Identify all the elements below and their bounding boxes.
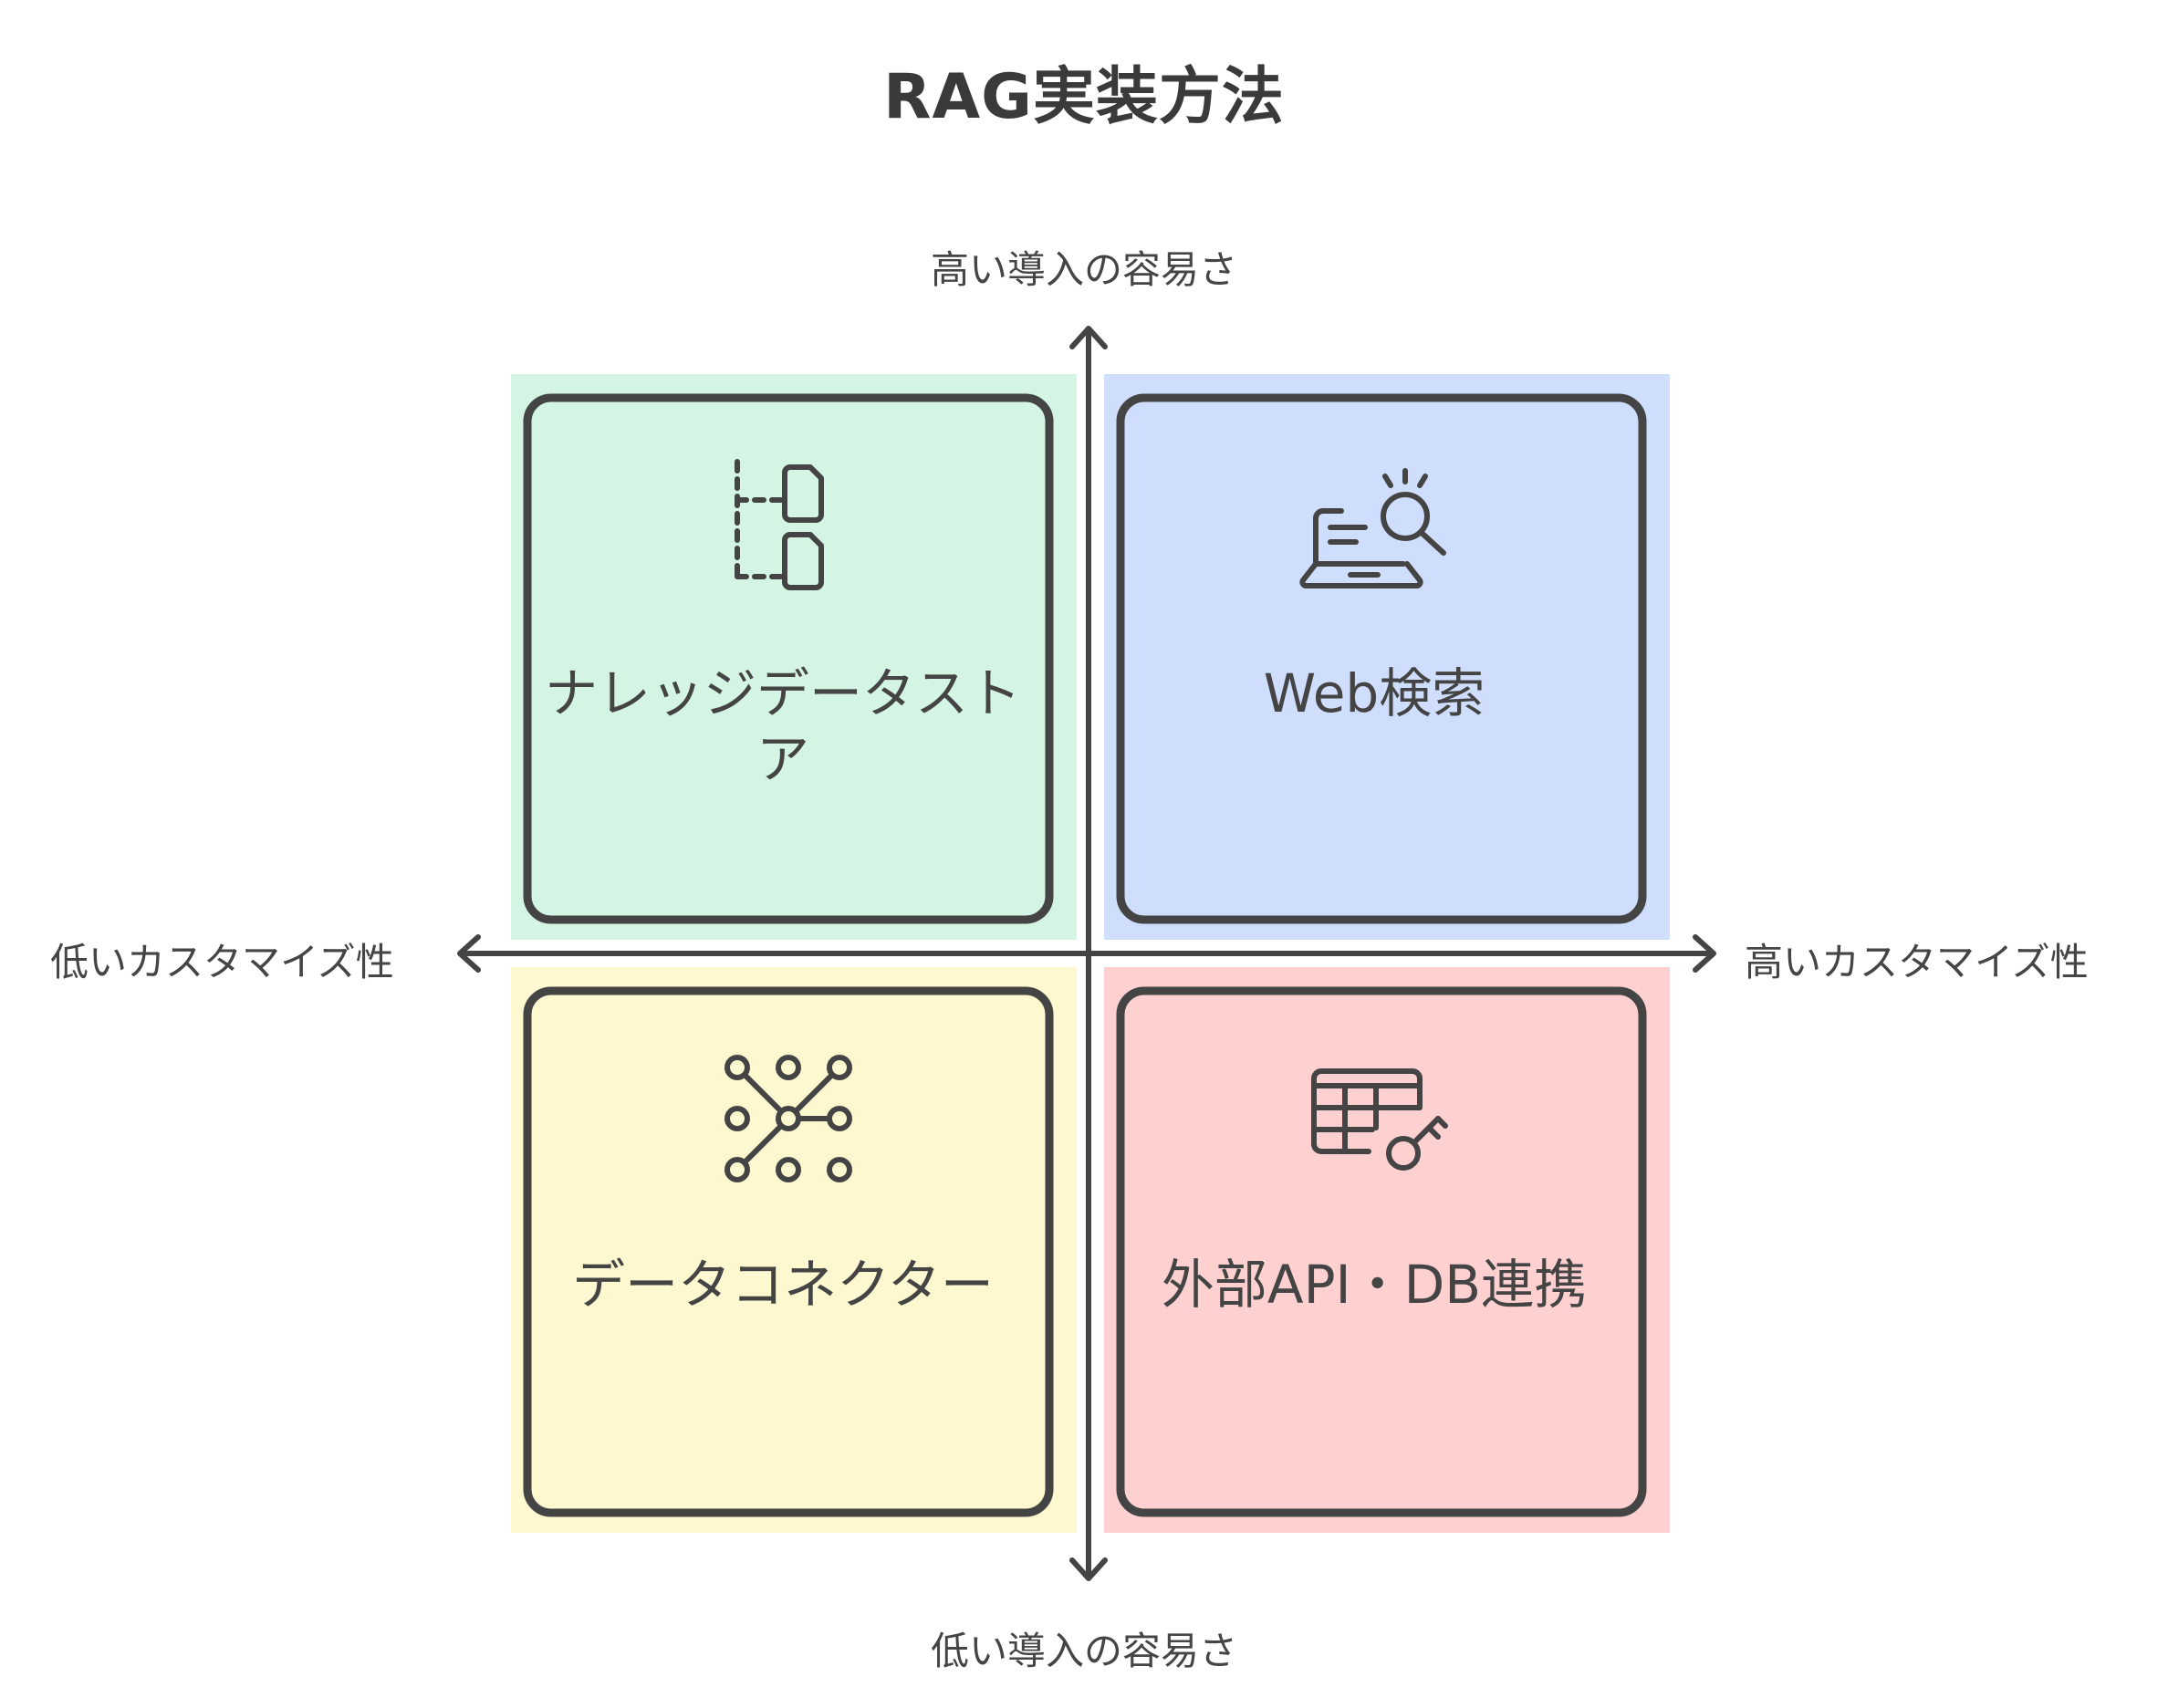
quadrant-bottom-left-label: データコネクター bbox=[572, 1254, 994, 1316]
quadrant-bottom-right-box bbox=[1116, 986, 1647, 1517]
axis-label-right: 高いカスタマイズ性 bbox=[1745, 940, 2089, 984]
quadrant-top-left-label: ナレッジデータストア bbox=[544, 662, 1021, 790]
quadrant-bottom-left-box bbox=[523, 986, 1054, 1517]
axis-arrow-right bbox=[1693, 934, 1716, 973]
quadrant-top-left bbox=[511, 374, 1077, 940]
axis-arrow-down bbox=[1069, 1557, 1108, 1581]
quadrant-top-left-box bbox=[523, 393, 1054, 924]
diagram-title: RAG実装方法 bbox=[883, 61, 1285, 133]
axis-label-left: 低いカスタマイズ性 bbox=[50, 940, 394, 984]
axis-arrow-left bbox=[457, 934, 481, 973]
quadrant-bottom-right bbox=[1104, 967, 1670, 1533]
quadrant-top-right-label: Web検索 bbox=[1263, 662, 1485, 724]
axis-label-top: 高い導入の容易さ bbox=[930, 247, 1237, 292]
quadrant-top-right-box bbox=[1116, 393, 1647, 924]
axis-arrow-up bbox=[1069, 326, 1108, 349]
document-hierarchy-icon bbox=[735, 459, 824, 590]
axes bbox=[457, 326, 1716, 1581]
axis-label-bottom: 低い導入の容易さ bbox=[930, 1629, 1237, 1673]
laptop-search-icon bbox=[1299, 468, 1446, 588]
quadrant-bottom-left bbox=[511, 967, 1077, 1533]
network-connector-icon bbox=[724, 1055, 852, 1182]
quadrant-bottom-right-label: 外部API・DB連携 bbox=[1161, 1254, 1588, 1316]
quadrant-top-right bbox=[1104, 374, 1670, 940]
database-key-icon bbox=[1311, 1068, 1448, 1171]
